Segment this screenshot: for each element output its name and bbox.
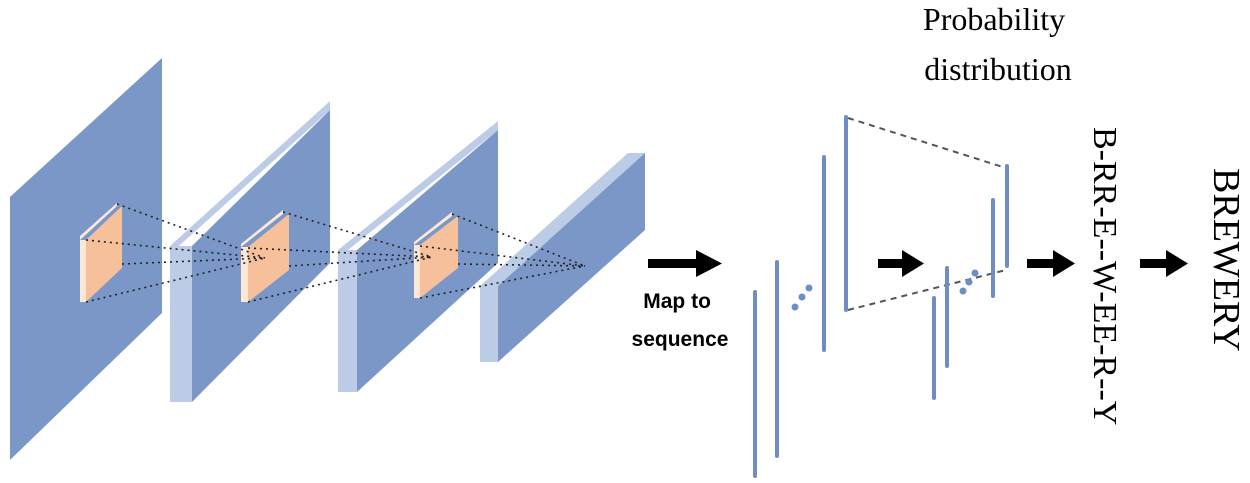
map-to-sequence-label: Map to sequence: [632, 290, 729, 351]
layer-3-edge: [338, 121, 498, 258]
feature-map-layer-4: [480, 153, 645, 362]
probability-distribution-label: Probability distribution: [923, 1, 1073, 87]
right-arrow-icon-2: [878, 250, 924, 277]
layer-3-side: [338, 250, 357, 392]
probability-ellipsis-dots-icon: [959, 269, 979, 295]
ellipsis-dots-icon: [791, 284, 813, 311]
layer-4-edge: [480, 153, 645, 286]
sequence-feature-bars: [753, 155, 826, 478]
kernel-2: [241, 210, 289, 302]
layer-2-side: [170, 246, 192, 402]
right-arrow-icon-3: [1027, 250, 1075, 277]
right-arrow-icon: [648, 250, 722, 277]
raw-sequence-label: B-RR-E--W-EE-R--Y: [1086, 127, 1123, 425]
kernel-1: [80, 203, 122, 302]
probability-bars: [844, 115, 1009, 400]
right-arrow-icon-4: [1140, 250, 1188, 277]
layer-4-front: [498, 153, 645, 362]
layer-4-side: [480, 286, 498, 362]
final-output-label: BREWERY: [1205, 168, 1247, 352]
probability-projection: [847, 117, 1007, 311]
receptive-field-lines: [85, 203, 586, 303]
layer-2-edge: [170, 101, 330, 254]
